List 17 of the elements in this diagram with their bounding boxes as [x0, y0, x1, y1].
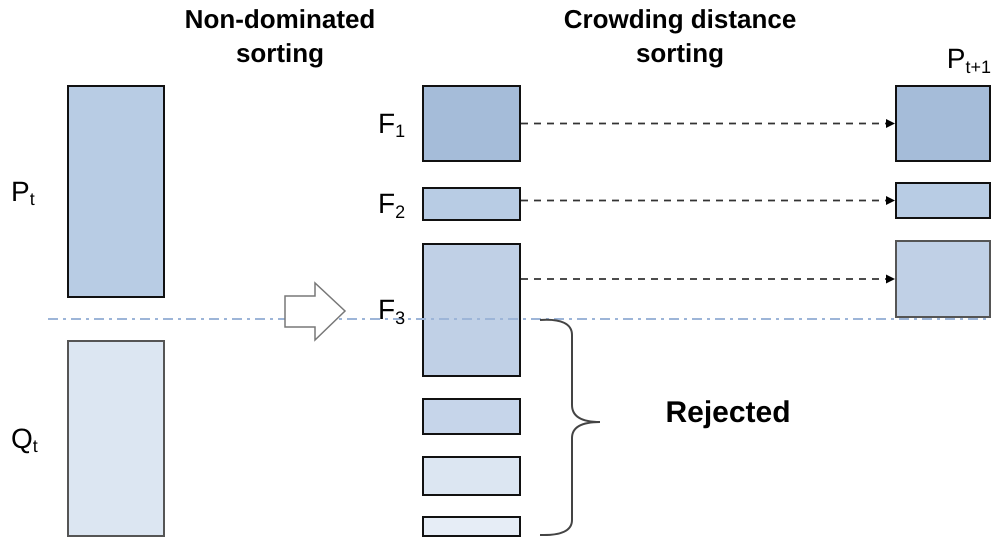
- dashed-arrow: [521, 196, 895, 205]
- empty-box: [422, 398, 521, 435]
- empty-box: [422, 516, 521, 537]
- column-heading: Crowding distance sorting: [562, 3, 798, 70]
- empty-box: [422, 456, 521, 496]
- column-heading: Non-dominated sorting: [184, 3, 376, 70]
- dashed-arrow: [521, 119, 895, 128]
- rejected-label: Rejected: [664, 396, 792, 430]
- dashed-arrow: [521, 274, 895, 284]
- set-label: Q$_{t}$: [11, 424, 38, 452]
- set-label: P$_{t}$: [11, 178, 35, 206]
- set-label: F$_{2}$: [378, 190, 406, 218]
- empty-box: [895, 240, 991, 318]
- set-label: P$_{t+1}$: [946, 45, 991, 73]
- set-label: F$_{3}$: [378, 296, 406, 324]
- set-label: F$_{1}$: [378, 110, 406, 138]
- empty-box: [895, 182, 991, 219]
